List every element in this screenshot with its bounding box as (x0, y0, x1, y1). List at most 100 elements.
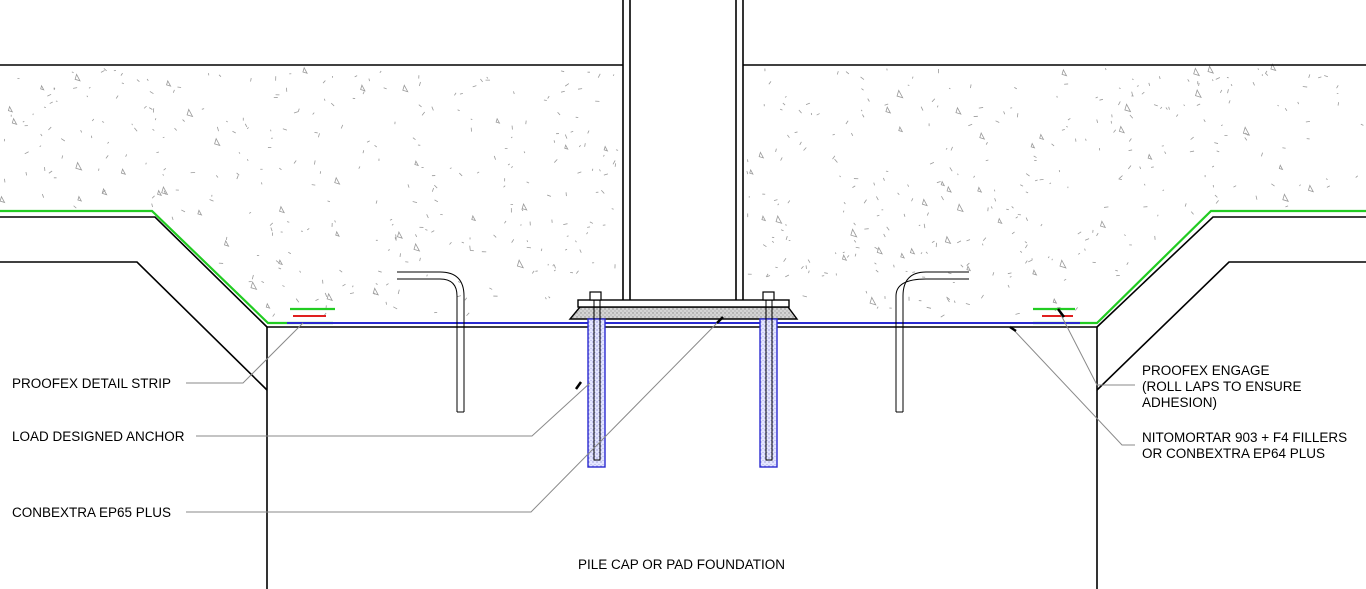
concrete-speck (1282, 193, 1289, 202)
concrete-speck (282, 128, 288, 131)
concrete-speck (171, 216, 174, 221)
concrete-speck (330, 102, 335, 107)
concrete-speck (504, 220, 507, 224)
concrete-speck (564, 248, 568, 251)
concrete-speck (995, 120, 1000, 123)
concrete-speck (1215, 77, 1221, 80)
concrete-speck (385, 283, 389, 286)
concrete-speck (577, 171, 582, 174)
concrete-speck (547, 95, 550, 99)
concrete-speck (548, 296, 551, 299)
concrete-speck (1020, 184, 1024, 187)
concrete-speck (993, 189, 996, 192)
concrete-speck (603, 145, 609, 152)
concrete-speck (238, 152, 241, 154)
label-nitomortar: NITOMORTAR 903 + F4 FILLERS (1142, 430, 1347, 445)
concrete-speck (375, 283, 378, 285)
concrete-speck (293, 111, 299, 114)
concrete-speck (209, 199, 214, 202)
concrete-speck (564, 134, 568, 139)
concrete-speck (1265, 72, 1269, 76)
concrete-speck (419, 257, 421, 262)
concrete-speck (873, 182, 875, 186)
concrete-speck (526, 240, 528, 243)
concrete-speck (1302, 86, 1308, 88)
concrete-speck (134, 127, 138, 132)
concrete-speck (261, 281, 265, 284)
concrete-speck (1215, 200, 1219, 204)
concrete-speck (929, 161, 935, 165)
concrete-speck (265, 302, 271, 309)
concrete-speck (1061, 68, 1068, 77)
concrete-speck (1308, 74, 1311, 79)
concrete-speck (1176, 114, 1179, 117)
concrete-speck (172, 89, 175, 93)
concrete-speck (1113, 129, 1117, 133)
concrete-speck (1015, 216, 1019, 219)
concrete-speck (225, 120, 228, 123)
concrete-speck (1261, 152, 1263, 157)
concrete-speck (957, 173, 959, 176)
concrete-speck (152, 128, 155, 131)
concrete-speck (407, 184, 410, 188)
concrete-speck (225, 236, 228, 241)
label-conbextra-ep65: CONBEXTRA EP65 PLUS (12, 505, 171, 520)
leader-lines (186, 312, 1135, 513)
concrete-speck (926, 306, 932, 309)
concrete-speck (260, 182, 263, 185)
concrete-speck (315, 298, 319, 301)
concrete-speck (816, 113, 820, 116)
concrete-speck (335, 230, 340, 237)
concrete-speck (1162, 189, 1165, 192)
concrete-speck (375, 200, 378, 204)
concrete-speck (107, 141, 110, 144)
concrete-speck (1153, 104, 1158, 107)
concrete-speck (48, 170, 53, 174)
concrete-speck (40, 84, 45, 91)
concrete-speck (431, 230, 435, 233)
concrete-speck (385, 301, 387, 305)
concrete-speck (834, 158, 838, 163)
concrete-speck (1051, 143, 1055, 147)
concrete-speck (495, 117, 501, 124)
concrete-speck (531, 270, 535, 274)
concrete-speck (1325, 178, 1328, 181)
concrete-speck (349, 292, 355, 294)
concrete-speck (1336, 85, 1339, 89)
concrete-speck (941, 195, 944, 201)
concrete-speck (105, 155, 109, 159)
concrete-speck (279, 167, 282, 171)
concrete-speck (835, 252, 837, 255)
concrete-speck (1007, 272, 1012, 275)
concrete-speck (431, 187, 435, 192)
concrete-speck (1096, 232, 1099, 237)
concrete-speck (597, 73, 601, 78)
concrete-speck (946, 296, 951, 300)
concrete-speck (250, 77, 252, 82)
concrete-speck (412, 137, 416, 141)
concrete-speck (1066, 126, 1068, 128)
concrete-speck (948, 272, 952, 275)
concrete-speck (1324, 75, 1328, 78)
concrete-speck (299, 270, 301, 273)
concrete-speck (982, 237, 987, 241)
concrete-speck (876, 306, 879, 309)
concrete-speck (131, 123, 133, 126)
concrete-speck (174, 127, 178, 131)
concrete-speck (454, 92, 457, 96)
concrete-speck (946, 298, 950, 303)
concrete-speck (461, 241, 465, 244)
concrete-speck (994, 198, 997, 202)
concrete-speck (457, 281, 461, 283)
concrete-speck (269, 222, 274, 226)
steel-column (622, 0, 744, 300)
concrete-speck (1285, 205, 1289, 208)
concrete-speck (372, 287, 379, 296)
concrete-speck (931, 98, 936, 103)
concrete-speck (853, 239, 857, 243)
concrete-speck (354, 75, 358, 78)
concrete-speck (103, 68, 107, 72)
concrete-speck (1034, 179, 1038, 182)
concrete-speck (4, 178, 6, 183)
concrete-speck (853, 222, 856, 226)
